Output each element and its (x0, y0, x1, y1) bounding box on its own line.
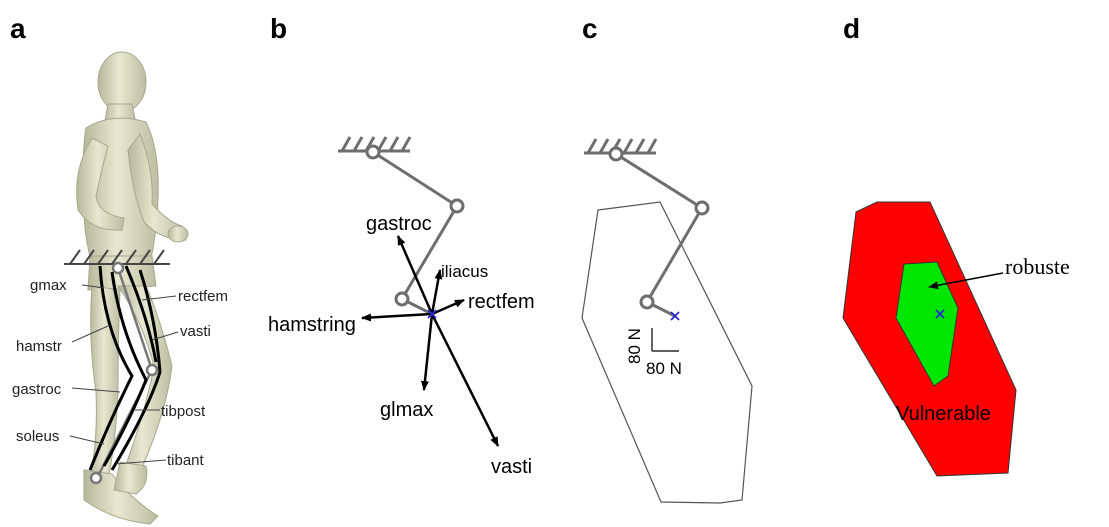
force-label-vasti: vasti (491, 456, 532, 478)
force-vectors-b (361, 235, 500, 447)
leader-lines-a (69, 284, 179, 465)
panel-b: gastroc iliacus rectfem hamstring glmax … (268, 136, 535, 478)
robust-pointer-arrow (928, 272, 1004, 290)
muscle-label-rectfem: rectfem (178, 288, 228, 305)
vulnerable-label: Vulnerable (896, 403, 991, 425)
force-label-iliacus: iliacus (441, 262, 488, 281)
muscle-label-tibpost: tibpost (161, 403, 206, 420)
robust-region (895, 261, 959, 387)
force-vector-gastroc (396, 235, 434, 315)
marker-x-c (670, 311, 680, 321)
force-vector-vasti (430, 313, 500, 447)
marker-x-d (935, 309, 945, 319)
panel-letter-d: d (843, 13, 860, 44)
force-vector-iliacus (430, 269, 443, 315)
force-label-gastroc: gastroc (366, 213, 432, 235)
muscle-label-tibant: tibant (167, 452, 205, 469)
muscle-label-gastroc: gastroc (12, 381, 62, 398)
force-vector-hamstring (361, 312, 433, 322)
scale-label-y: 80 N (625, 328, 644, 364)
linkage-c (608, 146, 710, 318)
feasible-force-polygon-c (581, 201, 753, 504)
panel-d: robuste Vulnerable (842, 201, 1070, 477)
muscle-label-soleus: soleus (16, 428, 59, 445)
muscle-label-gmax: gmax (30, 277, 67, 294)
muscle-label-hamstr: hamstr (16, 338, 62, 355)
force-label-glmax: glmax (380, 399, 433, 421)
panel-letter-b: b (270, 13, 287, 44)
force-label-hamstring: hamstring (268, 314, 356, 336)
panel-letter-c: c (582, 13, 598, 44)
muscle-label-vasti: vasti (180, 323, 211, 340)
panel-a: gmax rectfem vasti hamstr gastroc tibpos… (12, 51, 228, 525)
scale-bar-c (651, 328, 679, 352)
marker-x-b (427, 309, 437, 319)
force-vector-rectfem (431, 298, 465, 316)
linkage-b (365, 144, 465, 316)
panel-c: 80 N 80 N (581, 138, 753, 504)
muscle-labels-a: gmax rectfem vasti hamstr gastroc tibpos… (12, 277, 228, 469)
force-label-rectfem: rectfem (468, 291, 535, 313)
panel-letter-a: a (10, 13, 26, 44)
robust-label: robuste (1005, 254, 1070, 279)
force-vector-glmax (420, 313, 434, 391)
muscle-lines-a (88, 265, 162, 471)
scale-label-x: 80 N (646, 359, 682, 378)
